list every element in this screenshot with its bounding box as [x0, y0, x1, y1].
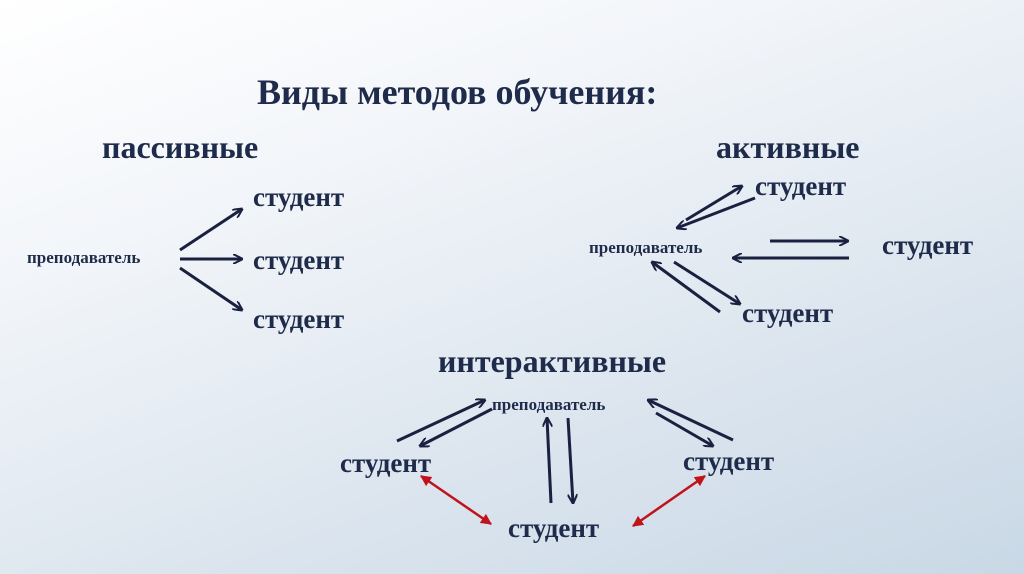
interactive-student-right: студент	[683, 446, 775, 476]
interactive-arrow-bottom-down	[566, 417, 573, 503]
interactive-student-bottom: студент	[508, 513, 600, 543]
active-arrow-to-student-1	[685, 186, 742, 222]
active-arrow-from-student-1	[677, 196, 756, 228]
interactive-link-left-bottom	[420, 474, 492, 526]
active-heading: активные	[716, 129, 860, 165]
passive-heading: пассивные	[102, 129, 259, 165]
slide-title: Виды методов обучения:	[257, 72, 658, 112]
interactive-heading: интерактивные	[438, 343, 667, 379]
active-student-3: студент	[742, 298, 834, 328]
interactive-arrow-right-up	[648, 400, 734, 442]
interactive-student-left: студент	[340, 448, 432, 478]
passive-teacher-label: преподаватель	[27, 248, 141, 267]
passive-student-1: студент	[253, 182, 345, 212]
active-arrow-from-student-3	[652, 262, 721, 314]
passive-arrow-3	[179, 266, 242, 310]
active-teacher-label: преподаватель	[589, 238, 703, 257]
active-student-2: студент	[882, 230, 974, 260]
interactive-arrow-left-down	[420, 407, 493, 446]
active-student-1: студент	[755, 171, 847, 201]
interactive-arrow-right-down	[655, 411, 713, 446]
active-arrow-to-student-3	[673, 260, 740, 304]
interactive-arrow-left-up	[396, 400, 485, 443]
passive-student-2: студент	[253, 245, 345, 275]
interactive-arrow-bottom-up	[547, 418, 553, 504]
passive-student-3: студент	[253, 304, 345, 334]
passive-arrow-1	[179, 209, 242, 252]
interactive-link-bottom-right	[632, 474, 706, 528]
interactive-teacher-label: преподаватель	[492, 395, 606, 414]
